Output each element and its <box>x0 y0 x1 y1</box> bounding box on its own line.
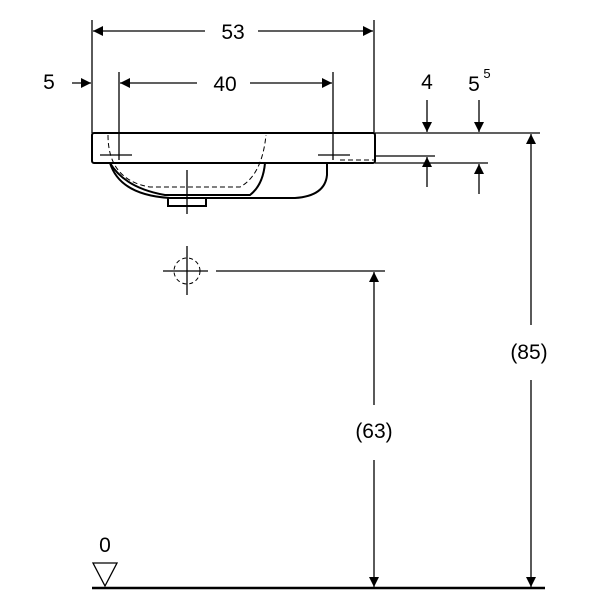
dim-label-offset: 5 <box>43 71 55 94</box>
dim-label-rim-height-base: 5 <box>468 73 480 96</box>
dim-label-width: 53 <box>221 21 244 44</box>
dim-label-rim-height: (85) <box>510 341 547 364</box>
floor-level-label: 0 <box>99 534 111 557</box>
basin-rim <box>91 132 376 164</box>
dim-label-rim-thickness: 4 <box>421 71 433 94</box>
floor-level-symbol <box>91 562 119 588</box>
bowl-outline <box>109 162 266 196</box>
basin-outline <box>109 162 328 199</box>
bowl-hidden-line <box>107 134 267 188</box>
dim-label-rim-height-sup: 5 <box>483 66 490 81</box>
dim-label-waste-height: (63) <box>355 420 392 443</box>
dim-label-tap-spacing: 40 <box>213 73 236 96</box>
